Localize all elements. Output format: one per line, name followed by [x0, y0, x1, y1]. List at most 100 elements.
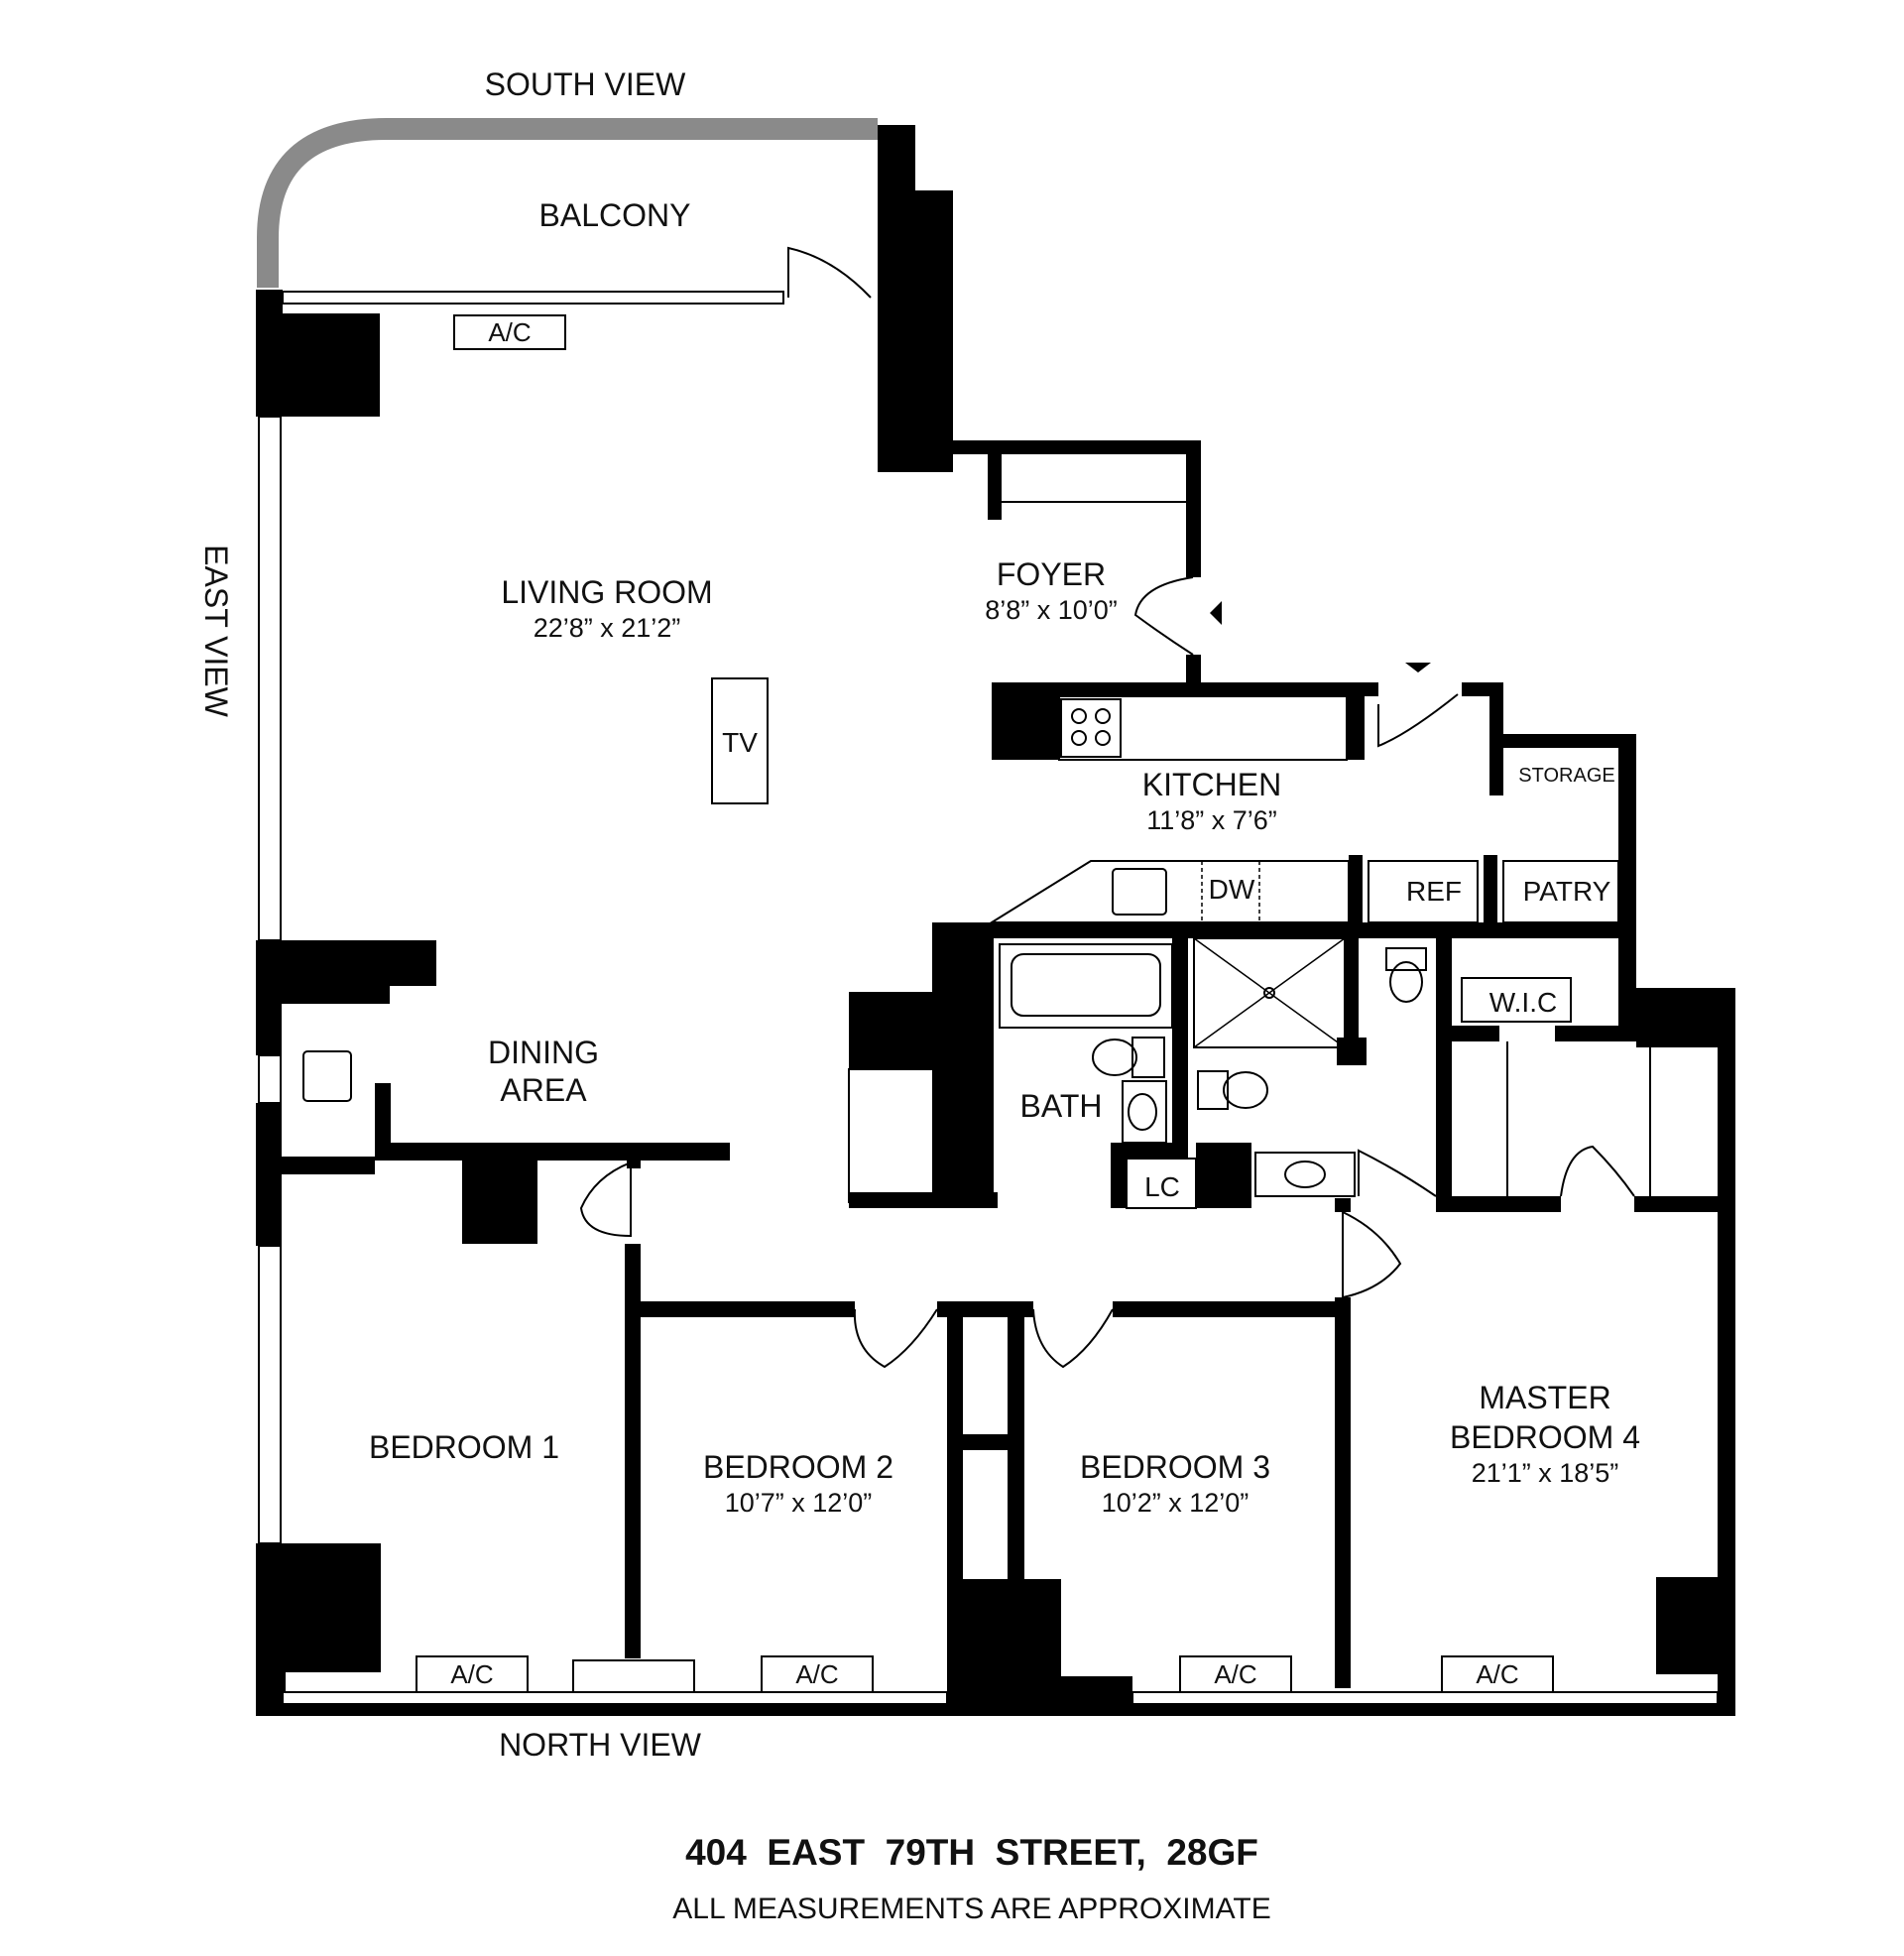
sink-icon [1128, 1093, 1157, 1131]
foyer-dims: 8’8” x 10’0” [985, 595, 1118, 625]
wall [992, 696, 1059, 760]
toilet [1197, 1070, 1229, 1110]
wall [375, 1143, 730, 1161]
bedroom2-label: BEDROOM 2 [703, 1449, 893, 1485]
wall [1186, 655, 1201, 686]
wall [1186, 440, 1201, 577]
wall [1718, 988, 1735, 1716]
ac-label: A/C [450, 1659, 493, 1689]
wall [1555, 1026, 1636, 1041]
ac-label: A/C [1476, 1659, 1518, 1689]
wall [937, 1301, 1033, 1317]
wall [1452, 1026, 1499, 1041]
north-window [1131, 1691, 1719, 1705]
stove-icon [1060, 698, 1122, 758]
bedroom3-dims: 10’2” x 12’0” [1102, 1488, 1250, 1518]
wall [1436, 938, 1452, 1198]
kitchen-dims: 11’8” x 7’6” [1146, 805, 1277, 835]
dw-label: DW [1209, 874, 1255, 905]
wall [988, 454, 1002, 520]
ac-unit [453, 314, 566, 350]
vanity [1254, 1152, 1356, 1197]
ac-unit [1441, 1655, 1554, 1693]
master-label: BEDROOM 4 [1450, 1419, 1640, 1455]
master-door [1342, 1211, 1402, 1299]
sink-icon [302, 1050, 352, 1102]
wall [1111, 1159, 1127, 1208]
bedroom2-dims: 10’7” x 12’0” [725, 1488, 873, 1518]
master-bath-door [1358, 1149, 1437, 1197]
bedroom3-door [1032, 1308, 1114, 1369]
wall [1436, 1196, 1561, 1212]
wall [256, 1543, 381, 1672]
wall [256, 986, 390, 1004]
wic-door [1560, 1145, 1635, 1197]
balcony-window [282, 291, 784, 305]
wall [375, 1083, 391, 1143]
bedroom2-door [853, 1308, 938, 1369]
wall [256, 290, 283, 417]
wall [1347, 696, 1365, 760]
toilet [1223, 1071, 1268, 1109]
ac-label: A/C [795, 1659, 838, 1689]
wall [256, 1704, 947, 1716]
wall [1337, 1038, 1367, 1065]
kitchen-label: KITCHEN [1142, 767, 1281, 802]
kitchen-counter [1058, 695, 1348, 761]
shower-diag [1193, 937, 1346, 1048]
living-room-dims: 22’8” x 21’2” [534, 613, 681, 643]
wall [641, 1301, 855, 1317]
wic-box [1461, 977, 1572, 1023]
wall [1335, 1198, 1351, 1212]
toilet [1389, 961, 1423, 1003]
wall [1113, 1301, 1343, 1317]
measurement-note: ALL MEASUREMENTS ARE APPROXIMATE [672, 1893, 1271, 1925]
wall [256, 1103, 282, 1246]
ac-unit [761, 1655, 874, 1693]
wall [1489, 696, 1503, 795]
wall [947, 1579, 1061, 1716]
burner [1071, 730, 1087, 746]
toilet [1092, 1039, 1137, 1076]
bathtub [1011, 953, 1161, 1017]
wall [256, 1004, 282, 1055]
pantry-label: PATRY [1523, 876, 1611, 907]
north-window [282, 1691, 948, 1705]
burner [1095, 708, 1111, 724]
wall [256, 940, 436, 986]
wall [953, 440, 1201, 454]
wall [878, 125, 915, 472]
foyer-entry-door [1133, 576, 1194, 656]
address-title: 404 EAST 79TH STREET, 28GF [685, 1832, 1258, 1873]
sink-icon [1112, 868, 1167, 916]
dining-label: DINING [488, 1035, 599, 1070]
ac-unit [572, 1659, 695, 1693]
north-view-label: NORTH VIEW [499, 1727, 702, 1763]
east-window [258, 1054, 282, 1104]
kitchen-door [1377, 693, 1459, 748]
wall [963, 1434, 1016, 1450]
wall [1484, 855, 1497, 934]
east-window [258, 416, 282, 941]
wall [992, 682, 1378, 696]
tv-stand [711, 677, 769, 804]
wall [947, 1317, 963, 1579]
sink-icon [1284, 1161, 1326, 1188]
wall [1503, 734, 1636, 748]
bedroom1-label: BEDROOM 1 [369, 1429, 559, 1465]
balcony-railing [257, 118, 878, 288]
entry-arrow-icon [1210, 601, 1222, 625]
tv-label: TV [722, 727, 758, 758]
wall [915, 190, 953, 472]
ac-unit [416, 1655, 529, 1693]
master-dims: 21’1” x 18’5” [1472, 1458, 1619, 1488]
burner [1095, 730, 1111, 746]
wall [283, 313, 380, 417]
wall [627, 1161, 641, 1168]
wall [1008, 1317, 1023, 1579]
ref-label: REF [1406, 876, 1462, 907]
burner [1071, 708, 1087, 724]
foyer-label: FOYER [997, 556, 1106, 592]
wic-label: W.I.C [1489, 987, 1557, 1018]
